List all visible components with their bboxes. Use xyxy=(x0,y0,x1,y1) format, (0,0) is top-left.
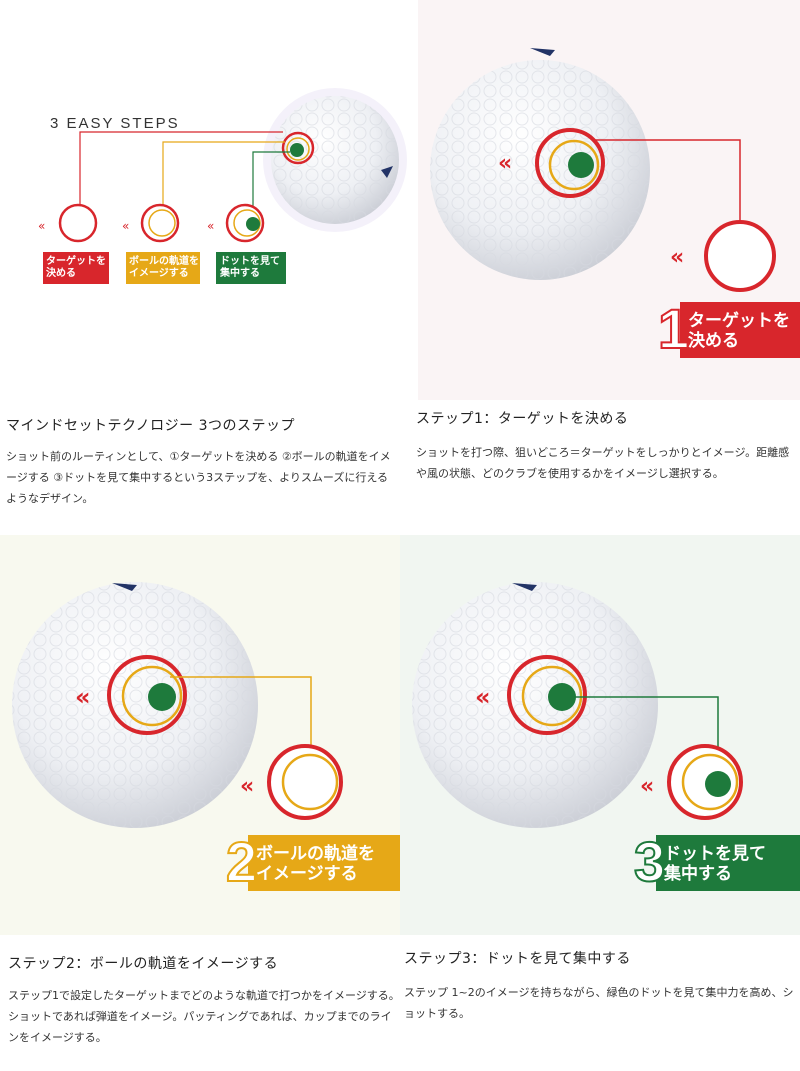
step1-target-icon: « xyxy=(38,203,98,243)
badge-line: 決める xyxy=(688,330,739,351)
step3-panel: « « 3 ドットを見て集中する xyxy=(400,535,800,935)
step1-panel: « « 1 ターゲットを決める xyxy=(418,0,800,400)
svg-text:«: « xyxy=(207,219,214,233)
badge-line: イメージする xyxy=(256,863,358,884)
step2-body: ステップ1で設定したターゲットまでどのような軌道で打つかをイメージする。ショット… xyxy=(8,989,400,1044)
svg-text:«: « xyxy=(640,774,654,799)
badge-line: イメージする xyxy=(129,267,189,279)
badge-line: 決める xyxy=(46,267,76,279)
step2-illustration: « « xyxy=(12,582,400,891)
step1-body: ショットを打つ際、狙いどころ＝ターゲットをしっかりとイメージ。距離感や風の状態、… xyxy=(416,446,790,480)
step3-badge: ドットを見て集中する xyxy=(220,256,280,279)
intro-panel: « « « 3 EASY STEPS ターゲットを決める ボールの軌道をイメージ… xyxy=(0,0,418,400)
step1-illustration: « « xyxy=(430,48,800,358)
badge-line: 集中する xyxy=(220,267,260,279)
step2-trajectory-icon: « xyxy=(122,203,180,243)
svg-text:«: « xyxy=(75,683,91,711)
step2-badge: ボールの軌道をイメージする xyxy=(256,844,375,884)
step2-panel: « « 2 ボールの軌道をイメージする xyxy=(0,535,400,935)
intro-heading: マインドセットテクノロジー 3つのステップ xyxy=(6,418,296,434)
svg-text:«: « xyxy=(670,245,684,270)
svg-text:«: « xyxy=(475,683,491,711)
step3-heading: ステップ3：ドットを見て集中する xyxy=(404,951,631,967)
badge-line: ターゲットを xyxy=(46,256,106,267)
step2-heading: ステップ2：ボールの軌道をイメージする xyxy=(8,956,279,972)
intro-body: ショット前のルーティンとして、①ターゲットを決める ②ボールの軌道をイメージする… xyxy=(6,450,391,505)
svg-text:«: « xyxy=(240,774,254,799)
step3-dot-icon: « xyxy=(207,203,265,243)
step2-badge: ボールの軌道をイメージする xyxy=(129,256,199,279)
badge-line: 集中する xyxy=(664,863,732,884)
badge-line: ターゲットを xyxy=(688,311,790,331)
step3-number: 3 xyxy=(633,829,666,894)
intro-illustration: « « « xyxy=(38,88,407,284)
badge-line: ボールの軌道を xyxy=(129,256,199,267)
svg-text:«: « xyxy=(122,219,129,233)
badge-line: ボールの軌道を xyxy=(256,844,375,864)
badge-line: ドットを見て xyxy=(664,844,766,864)
logo-3-easy-steps: 3 EASY STEPS xyxy=(50,115,180,132)
svg-text:«: « xyxy=(38,219,45,233)
step1-badge: ターゲットを決める xyxy=(46,256,106,279)
step1-badge: ターゲットを決める xyxy=(688,311,790,351)
svg-text:«: « xyxy=(498,151,512,176)
step1-heading: ステップ1：ターゲットを決める xyxy=(416,411,629,427)
step1-number: 1 xyxy=(657,296,690,361)
step2-number: 2 xyxy=(225,829,258,894)
step3-body: ステップ 1~2のイメージを持ちながら、緑色のドットを見て集中力を高め、ショット… xyxy=(404,986,794,1020)
step3-illustration: « « xyxy=(412,582,800,891)
step3-badge: ドットを見て集中する xyxy=(664,844,766,884)
badge-line: ドットを見て xyxy=(220,256,280,267)
